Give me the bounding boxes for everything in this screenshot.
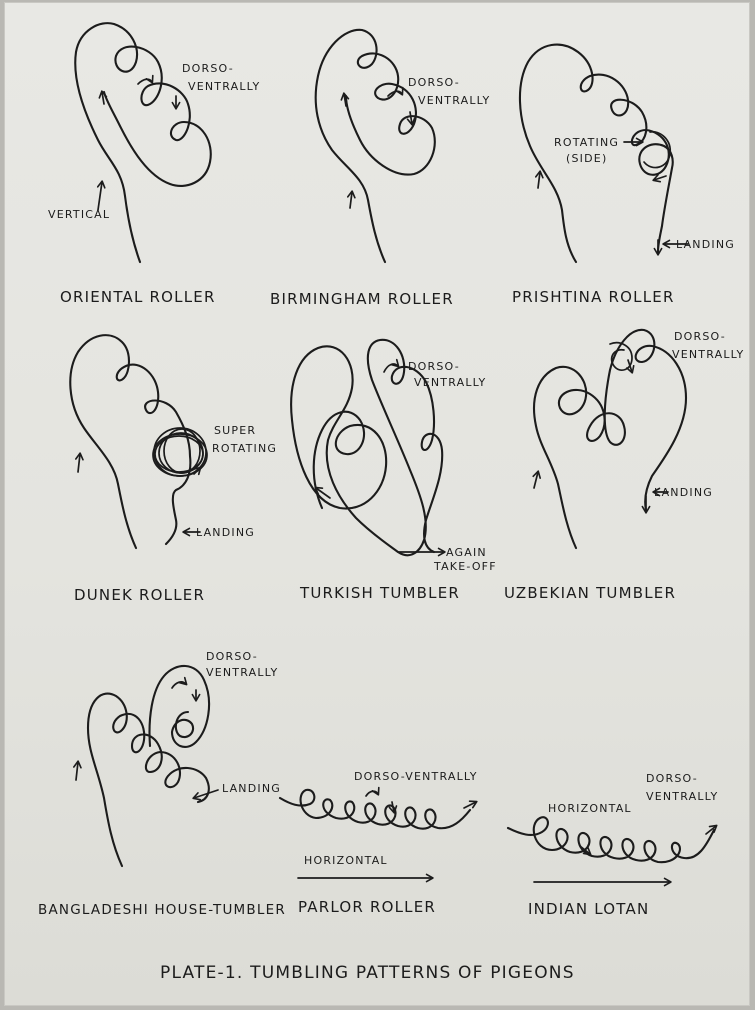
parlor-roller-note-horizontal: HORIZONTAL	[304, 854, 388, 867]
prishtina-roller-label: PRISHTINA ROLLER	[512, 288, 675, 306]
dunek-roller-note-super: SUPER	[214, 424, 256, 437]
indian-lotan-note-horizontal: HORIZONTAL	[548, 802, 632, 815]
parlor-roller-flight-path	[278, 788, 472, 830]
oriental-roller-panel: DORSO- VENTRALLY VERTICAL ORIENTAL ROLLE…	[48, 22, 260, 306]
uzbekian-tumbler-label: UZBEKIAN TUMBLER	[504, 584, 676, 602]
dunek-roller-flight-path	[69, 334, 192, 550]
oriental-roller-note-vertical: VERTICAL	[48, 208, 110, 221]
bangladeshi-house-tumbler-note-ventrally: VENTRALLY	[206, 666, 278, 679]
turkish-tumbler-note-ventrally: VENTRALLY	[414, 376, 486, 389]
indian-lotan-note-ventrally: VENTRALLY	[646, 790, 718, 803]
birmingham-roller-note-ventrally: VENTRALLY	[418, 94, 490, 107]
birmingham-roller-label: BIRMINGHAM ROLLER	[270, 290, 454, 308]
parlor-roller-label: PARLOR ROLLER	[298, 898, 436, 916]
prishtina-roller-note-rotating: ROTATING	[554, 136, 619, 149]
turkish-tumbler-note-take-off: TAKE-OFF	[433, 560, 497, 573]
dunek-super-rotating-loops	[152, 427, 208, 477]
birmingham-roller-flight-path	[314, 28, 436, 264]
indian-lotan-flight-path	[506, 816, 716, 864]
dunek-roller-panel: SUPER ROTATING LANDING DUNEK ROLLER	[69, 334, 277, 604]
bangladeshi-house-tumbler-panel: DORSO- VENTRALLY LANDING BANGLADESHI HOU…	[38, 650, 286, 918]
plate-title: PLATE-1. TUMBLING PATTERNS OF PIGEONS	[160, 963, 575, 983]
uzbekian-tumbler-note-dorso: DORSO-	[674, 330, 726, 343]
prishtina-roller-note-landing: LANDING	[676, 238, 735, 251]
indian-lotan-panel: DORSO- VENTRALLY HORIZONTAL INDIAN LOTAN	[506, 772, 718, 918]
parlor-roller-note-dorso-ventrally: DORSO-VENTRALLY	[354, 770, 478, 783]
uzbekian-tumbler-note-ventrally: VENTRALLY	[672, 348, 744, 361]
prishtina-roller-flight-path	[518, 43, 674, 264]
bangladeshi-house-tumbler-note-landing: LANDING	[222, 782, 281, 795]
oriental-roller-label: ORIENTAL ROLLER	[60, 288, 216, 306]
parlor-roller-panel: DORSO-VENTRALLY HORIZONTAL PARLOR ROLLER	[278, 770, 478, 916]
birmingham-roller-panel: DORSO- VENTRALLY BIRMINGHAM ROLLER	[270, 28, 490, 308]
dunek-roller-note-landing: LANDING	[196, 526, 255, 539]
prishtina-roller-note-side: (SIDE)	[566, 152, 607, 165]
turkish-tumbler-label: TURKISH TUMBLER	[299, 584, 460, 602]
dunek-roller-label: DUNEK ROLLER	[74, 586, 205, 604]
oriental-roller-note-dorso: DORSO-	[182, 62, 234, 75]
bangladeshi-house-tumbler-label: BANGLADESHI HOUSE-TUMBLER	[38, 902, 286, 918]
birmingham-roller-note-dorso: DORSO-	[408, 76, 460, 89]
oriental-roller-flight-path	[74, 22, 212, 264]
indian-lotan-note-dorso: DORSO-	[646, 772, 698, 785]
bangladeshi-house-tumbler-note-dorso: DORSO-	[206, 650, 258, 663]
turkish-tumbler-note-dorso: DORSO-	[408, 360, 460, 373]
prishtina-roller-panel: ROTATING (SIDE) LANDING PRISHTINA ROLLER	[512, 43, 735, 306]
turkish-tumbler-note-again: AGAIN	[446, 546, 487, 559]
bangladeshi-house-tumbler-flight-path	[86, 664, 211, 868]
dunek-roller-note-rotating: ROTATING	[212, 442, 277, 455]
uzbekian-tumbler-flight-path	[532, 328, 688, 550]
turkish-tumbler-panel: DORSO- VENTRALLY AGAIN TAKE-OFF TURKISH …	[290, 338, 497, 602]
oriental-roller-note-ventrally: VENTRALLY	[188, 80, 260, 93]
indian-lotan-label: INDIAN LOTAN	[528, 900, 649, 918]
uzbekian-tumbler-panel: DORSO- VENTRALLY LANDING UZBEKIAN TUMBLE…	[504, 328, 744, 602]
uzbekian-tumbler-note-landing: LANDING	[654, 486, 713, 499]
turkish-tumbler-flight-path	[290, 338, 444, 557]
